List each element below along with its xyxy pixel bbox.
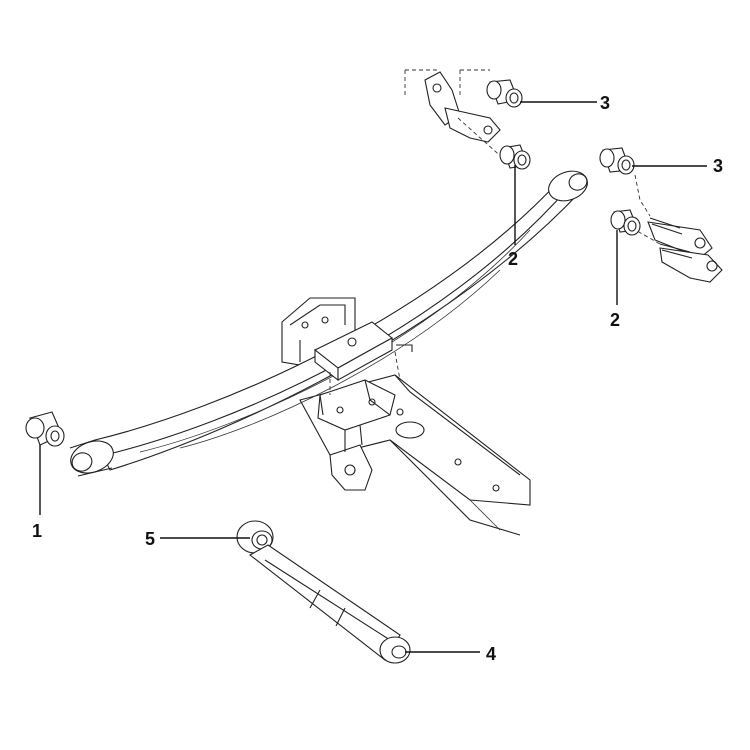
shock-absorber — [236, 520, 411, 664]
callout-1: 1 — [32, 521, 43, 541]
bushing-3-top — [486, 79, 523, 108]
bushing-1 — [25, 411, 65, 447]
bushing-2-center — [499, 144, 531, 170]
upper-mount-bracket — [281, 297, 356, 366]
callout-4: 4 — [486, 644, 497, 664]
spring-seat-bracket — [317, 379, 396, 491]
callout-2a: 2 — [508, 249, 519, 269]
center-clamp-plate — [313, 321, 413, 395]
shackle-assembly — [631, 174, 723, 283]
callout-3b: 3 — [713, 156, 724, 176]
leader-lines — [39, 101, 707, 653]
bushing-3-right — [599, 147, 635, 175]
front-hanger-bracket — [404, 69, 506, 161]
callout-2b: 2 — [610, 310, 621, 330]
callout-3a: 3 — [600, 93, 611, 113]
leaf-spring — [69, 170, 588, 477]
bushing-2-right — [610, 209, 641, 236]
callout-5: 5 — [145, 529, 156, 549]
